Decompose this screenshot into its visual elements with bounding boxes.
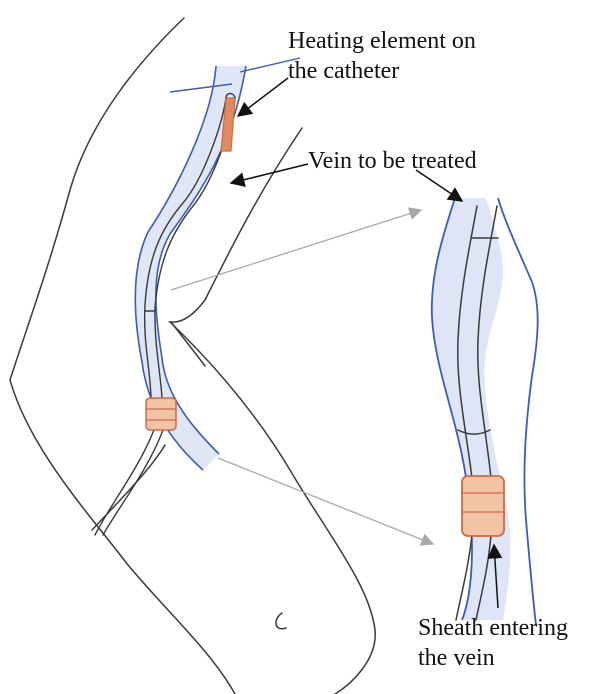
vein-label-text: Vein to be treated — [308, 146, 477, 176]
gray-arrows — [171, 210, 433, 544]
leg-outline — [10, 18, 375, 694]
skin-mark — [276, 613, 286, 629]
heating-element-label-line-2: the catheter — [288, 56, 476, 86]
catheter-lower-line — [95, 430, 154, 535]
sheath-label-line-1: Sheath entering — [418, 613, 568, 643]
leg-lower-contour — [92, 445, 165, 530]
leg-left-contour — [10, 18, 235, 694]
heating-element-label: Heating element on the catheter — [288, 26, 476, 86]
zoom-sheath-body — [462, 476, 504, 536]
catheter-lower-line-2 — [103, 430, 163, 535]
sheath-label: Sheath entering the vein — [418, 613, 568, 673]
knee-crease — [171, 322, 205, 366]
sheath-label-line-2: the vein — [418, 643, 568, 673]
leg-inner-contour — [170, 128, 375, 694]
zoom-vein — [432, 198, 538, 625]
upper-zoom-arrow — [171, 210, 421, 290]
heating-element-label-line-1: Heating element on — [288, 26, 476, 56]
zoom-sheath — [462, 476, 504, 536]
lower-zoom-arrow — [218, 458, 433, 544]
vein-label: Vein to be treated — [308, 146, 477, 176]
left-sheath — [146, 398, 176, 430]
left-sheath-body — [146, 398, 176, 430]
heating-element-arrow — [238, 78, 288, 116]
